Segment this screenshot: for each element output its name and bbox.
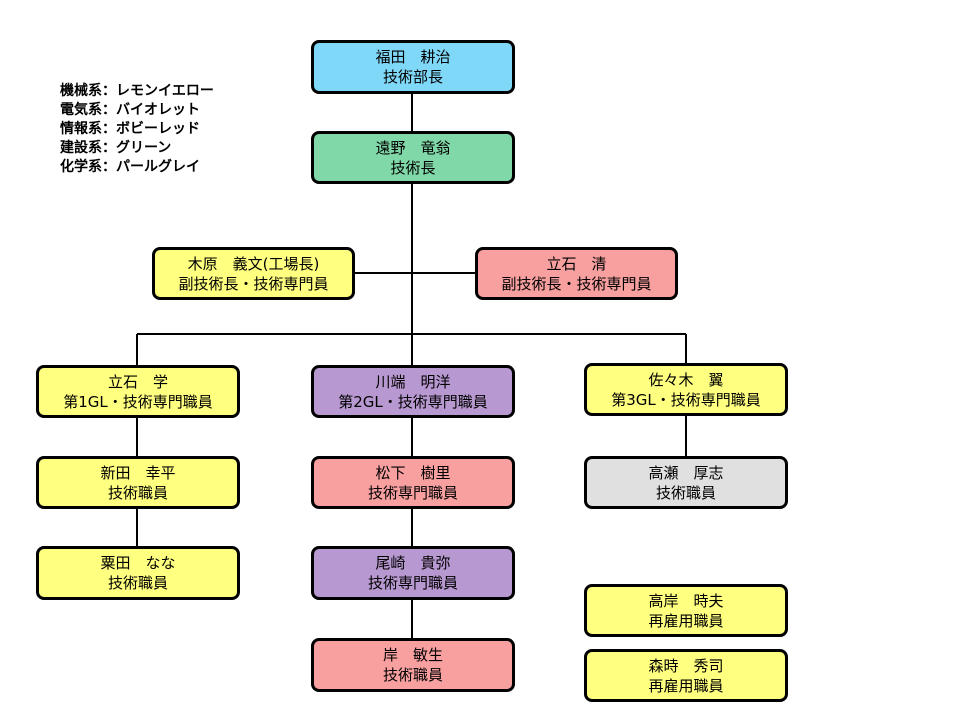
node-sasaki: 佐々木 翼 第3GL・技術専門職員 <box>584 363 788 416</box>
node-name: 松下 樹里 <box>375 463 451 482</box>
node-title: 技術職員 <box>382 666 443 684</box>
node-name: 高瀬 厚志 <box>648 463 724 482</box>
node-name: 高岸 時夫 <box>648 591 724 610</box>
legend-item: 電気系：バイオレット <box>60 102 200 118</box>
legend-item: 建設系：グリーン <box>60 140 172 156</box>
node-fukuda: 福田 耕治 技術部長 <box>311 40 515 94</box>
node-takase: 高瀬 厚志 技術職員 <box>584 456 788 509</box>
node-title: 技術専門職員 <box>367 574 458 592</box>
node-morito: 森時 秀司 再雇用職員 <box>584 649 788 702</box>
node-title: 技術職員 <box>107 574 168 592</box>
node-name: 新田 幸平 <box>100 463 176 482</box>
node-title: 副技術長・技術専門員 <box>178 274 329 293</box>
legend-item: 機械系：レモンイエロー <box>60 83 214 99</box>
node-title: 第1GL・技術専門職員 <box>63 392 213 411</box>
node-title: 技術職員 <box>655 483 716 502</box>
node-title: 技術職員 <box>107 483 168 502</box>
legend-item: 情報系：ボビーレッド <box>60 121 200 137</box>
node-tateishi-manabu: 立石 学 第1GL・技術専門職員 <box>36 365 240 418</box>
node-title: 技術専門職員 <box>367 483 458 502</box>
node-nitta: 新田 幸平 技術職員 <box>36 456 240 509</box>
node-title: 技術部長 <box>382 68 443 86</box>
node-title: 再雇用職員 <box>648 611 724 630</box>
node-kishi: 岸 敏生 技術職員 <box>311 638 515 692</box>
node-title: 第3GL・技術専門職員 <box>611 390 761 409</box>
node-kihara: 木原 義文(工場長) 副技術長・技術専門員 <box>152 247 355 300</box>
node-name: 遠野 竜翁 <box>375 138 451 157</box>
node-name: 木原 義文(工場長) <box>187 254 320 273</box>
node-tono: 遠野 竜翁 技術長 <box>311 131 515 184</box>
node-kawabata: 川端 明洋 第2GL・技術専門職員 <box>311 365 515 418</box>
legend-item: 化学系：パールグレイ <box>60 159 200 175</box>
node-name: 立石 学 <box>107 372 168 391</box>
node-name: 川端 明洋 <box>375 372 451 391</box>
node-title: 副技術長・技術専門員 <box>501 274 652 293</box>
node-name: 尾崎 貴弥 <box>375 554 451 572</box>
color-legend: 機械系：レモンイエロー 電気系：バイオレット 情報系：ボビーレッド 建設系：グリ… <box>60 82 214 177</box>
node-name: 森時 秀司 <box>648 656 724 675</box>
node-title: 再雇用職員 <box>648 676 724 695</box>
node-title: 第2GL・技術専門職員 <box>338 392 488 411</box>
node-tateishi-kiyoshi: 立石 清 副技術長・技術専門員 <box>475 247 678 300</box>
node-name: 粟田 なな <box>100 554 176 572</box>
node-name: 立石 清 <box>546 254 607 273</box>
node-name: 岸 敏生 <box>382 646 443 664</box>
node-title: 技術長 <box>390 158 436 177</box>
node-takagishi: 高岸 時夫 再雇用職員 <box>584 584 788 637</box>
node-name: 佐々木 翼 <box>648 370 724 389</box>
node-ozaki: 尾崎 貴弥 技術専門職員 <box>311 546 515 600</box>
node-matsushita: 松下 樹里 技術専門職員 <box>311 456 515 509</box>
node-kurita: 粟田 なな 技術職員 <box>36 546 240 600</box>
node-name: 福田 耕治 <box>375 48 451 66</box>
